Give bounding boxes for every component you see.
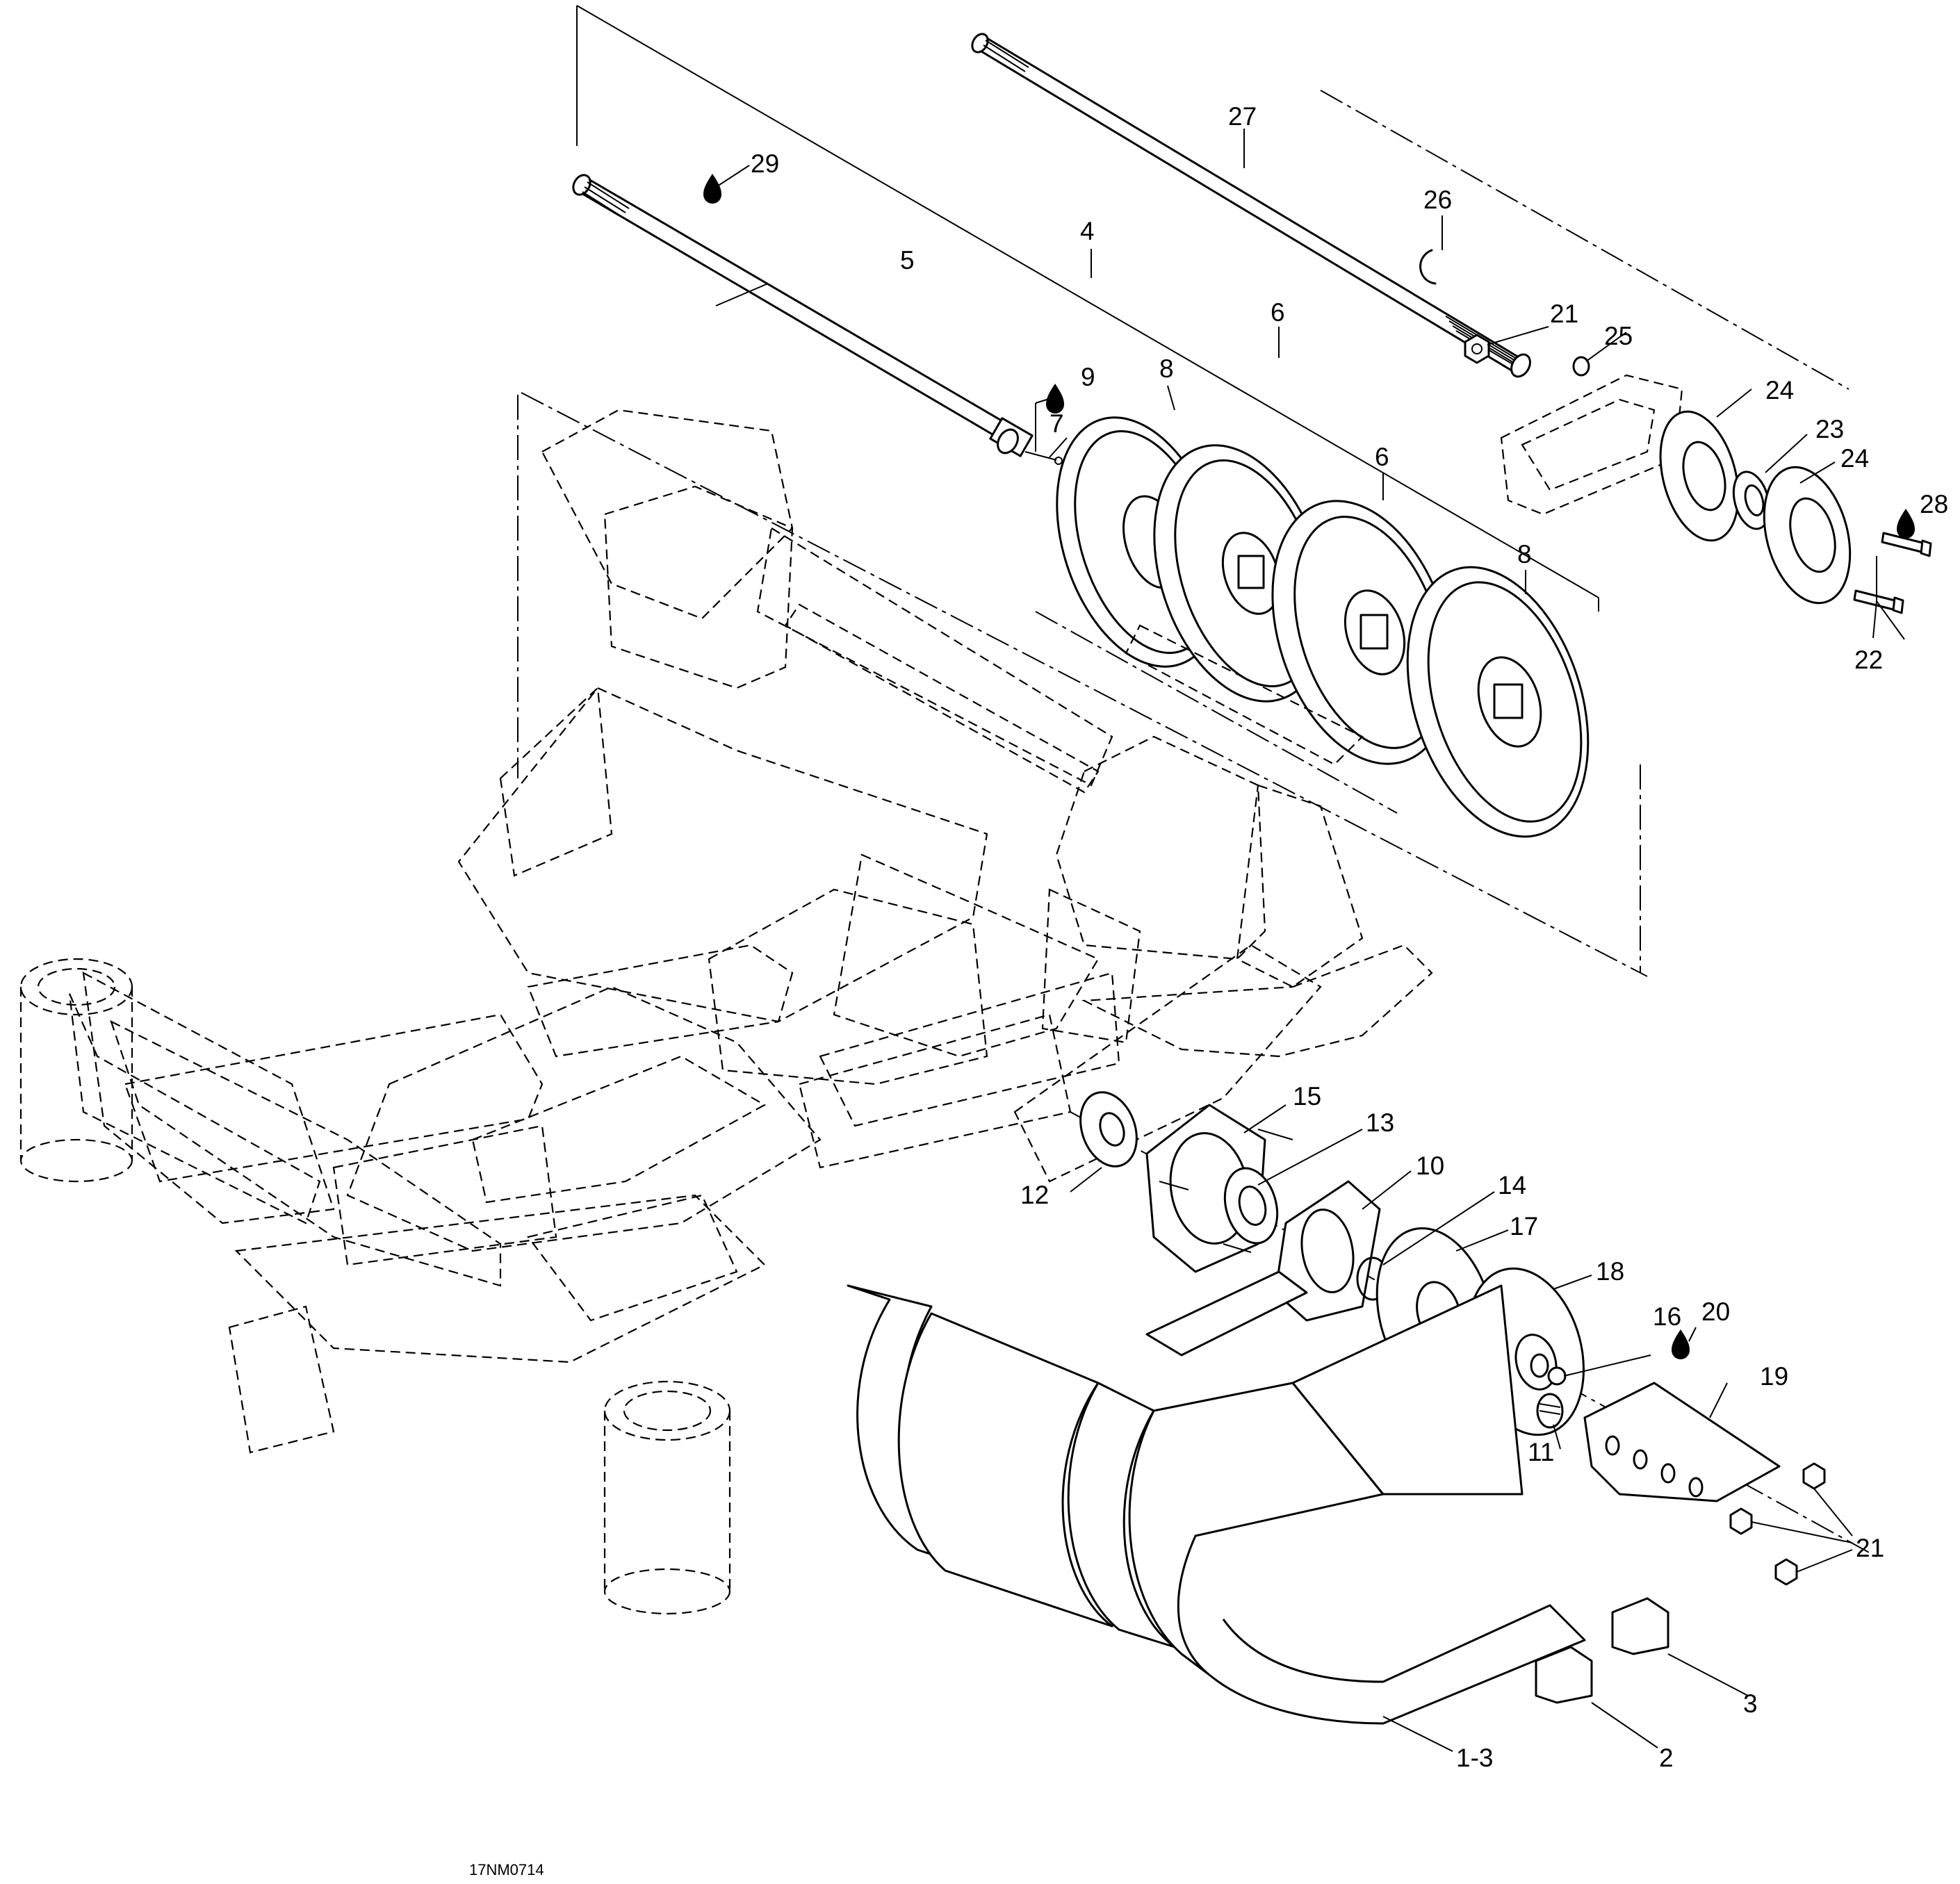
callout-23: 23 (1815, 415, 1844, 443)
slider-2 (1535, 1646, 1593, 1704)
callout-16: 16 (1653, 1302, 1681, 1331)
callout-17: 17 (1510, 1212, 1538, 1240)
callout-19: 19 (1760, 1362, 1788, 1391)
drive-axle-5 (572, 174, 1063, 465)
callout-5: 5 (900, 246, 915, 275)
callout-15: 15 (1293, 1082, 1321, 1111)
callout-6-b: 6 (1375, 443, 1389, 471)
bracket-19 (1583, 1382, 1781, 1502)
upper-bracket (1500, 374, 1683, 516)
callout-22: 22 (1854, 646, 1883, 674)
callout-1-3: 1-3 (1456, 1744, 1493, 1772)
circlip-26 (1419, 249, 1437, 285)
callout-7: 7 (1050, 409, 1064, 438)
callout-25: 25 (1604, 322, 1633, 350)
callout-4: 4 (1080, 217, 1095, 245)
flange-10 (1274, 1180, 1381, 1322)
callout-13: 13 (1366, 1108, 1394, 1137)
callout-18: 18 (1596, 1257, 1624, 1286)
callout-12: 12 (1020, 1181, 1049, 1209)
frame (68, 409, 1433, 1454)
callout-11: 11 (1528, 1438, 1554, 1466)
callout-27: 27 (1228, 102, 1257, 131)
callout-9: 9 (1081, 363, 1095, 391)
sprocket-8-outer (1406, 566, 1590, 838)
bearing-13 (1223, 1167, 1279, 1245)
callout-28: 28 (1920, 490, 1948, 518)
o-ring-25 (1572, 356, 1590, 377)
nuts-21-lower (1729, 1462, 1826, 1586)
callout-10: 10 (1416, 1152, 1444, 1180)
callout-21-lower: 21 (1856, 1534, 1884, 1562)
track-1-3 (847, 1270, 1586, 1725)
callout-6-a: 6 (1271, 298, 1285, 327)
oil-drop-icon (703, 174, 1915, 1359)
leader-lines (715, 129, 1905, 1752)
callout-29: 29 (751, 149, 779, 178)
fitting-16 (1547, 1366, 1567, 1386)
slider-3 (1611, 1597, 1669, 1655)
callout-21-upper: 21 (1550, 300, 1578, 328)
callout-3: 3 (1743, 1689, 1758, 1718)
spring-11 (1536, 1393, 1564, 1429)
callout-8-outer: 8 (1517, 540, 1532, 568)
callout-24-a: 24 (1765, 376, 1794, 404)
callout-14: 14 (1498, 1171, 1526, 1199)
callout-2: 2 (1659, 1744, 1674, 1772)
callout-labels: 29 27 26 5 4 21 25 9 8 7 6 6 8 24 23 24 … (751, 102, 1948, 1772)
callout-24-b: 24 (1840, 444, 1869, 473)
spacer-12 (1079, 1091, 1138, 1168)
right-pivot-tube (603, 1380, 731, 1615)
callout-8-inner: 8 (1159, 354, 1174, 383)
callout-26: 26 (1423, 186, 1452, 214)
left-pivot-tube (19, 958, 133, 1183)
callout-20: 20 (1701, 1297, 1730, 1326)
nut-21-upper (1464, 334, 1490, 364)
drawing-code: 17NM0714 (469, 1861, 544, 1878)
flange-24-b (1763, 466, 1852, 605)
flange-24-a (1659, 410, 1740, 542)
bolts-22 (1853, 532, 1932, 614)
